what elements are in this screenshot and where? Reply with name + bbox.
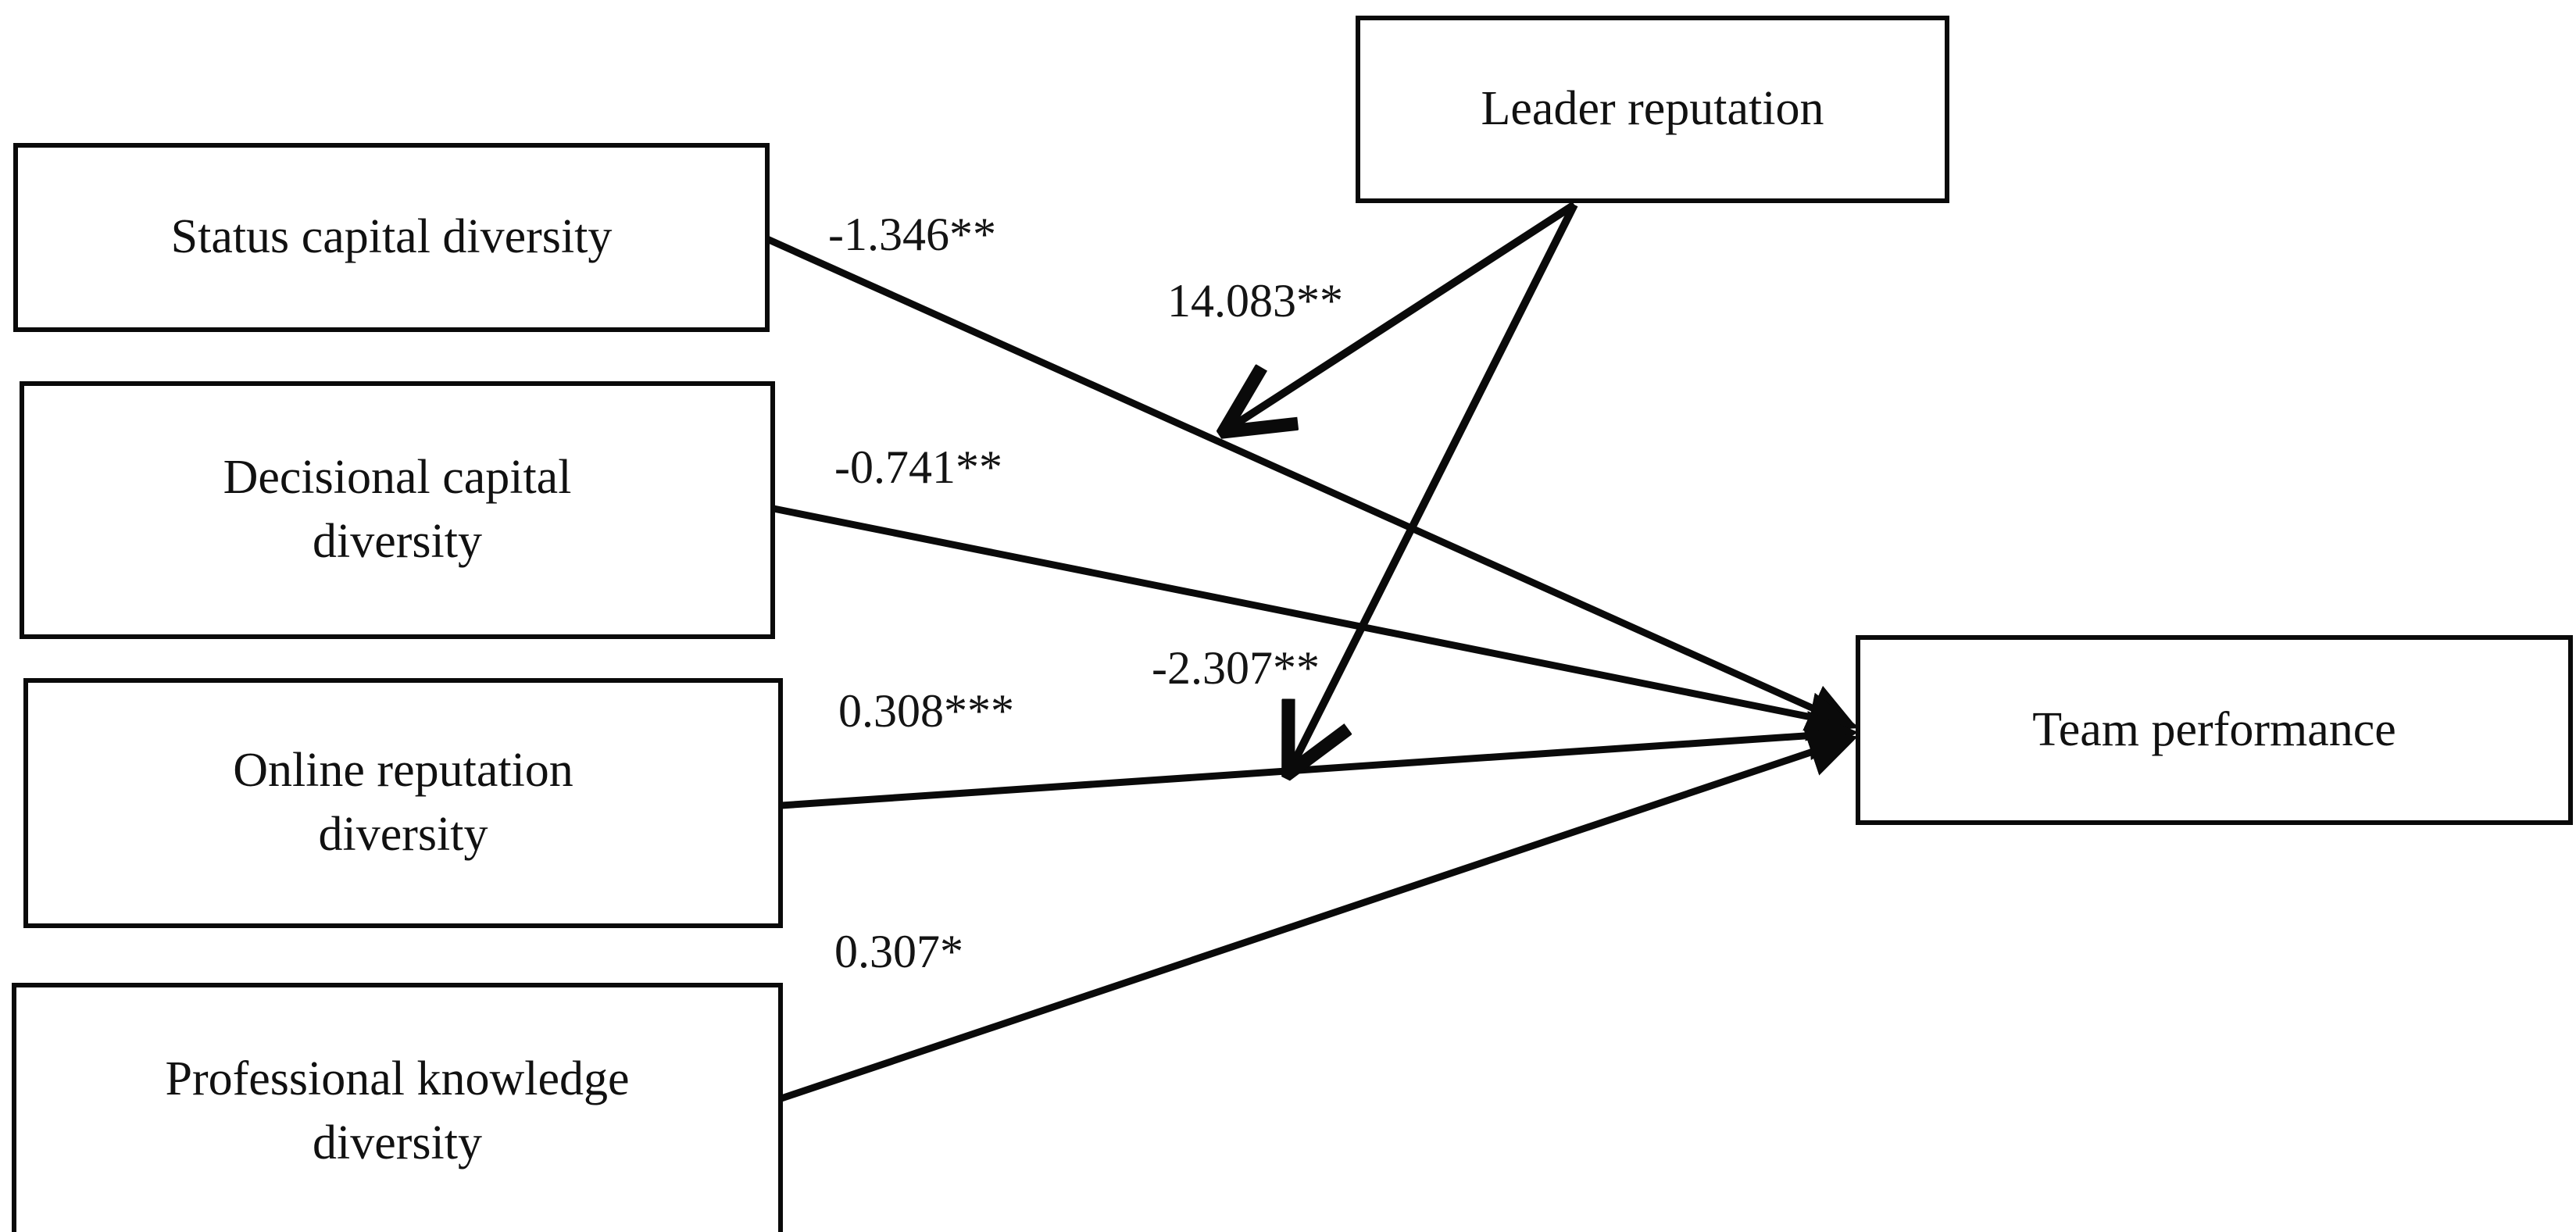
edge-line-online-to-team xyxy=(781,711,1859,809)
node-label: Professional knowledge diversity xyxy=(165,1052,630,1170)
edge-coefficient-professional-to-team: 0.307* xyxy=(834,926,963,977)
node-team-performance: Team performance xyxy=(1856,635,2573,825)
node-label: Team performance xyxy=(2032,702,2396,756)
node-decisional-capital-diversity: Decisional capital diversity xyxy=(20,381,775,639)
edge-coefficient-status-to-team: -1.346** xyxy=(828,209,996,260)
edge-line-professional-to-team xyxy=(780,728,1858,1102)
edge-coefficient-leader-moderates-status: 14.083** xyxy=(1167,275,1343,327)
node-online-reputation-diversity: Online reputation diversity xyxy=(23,678,783,928)
node-professional-knowledge-diversity: Professional knowledge diversity xyxy=(12,983,783,1232)
node-label: Online reputation diversity xyxy=(233,744,573,861)
edge-coefficient-decisional-to-team: -0.741** xyxy=(834,441,1002,493)
node-label: Leader reputation xyxy=(1481,82,1824,136)
node-leader-reputation: Leader reputation xyxy=(1356,16,1949,203)
node-label: Decisional capital diversity xyxy=(223,451,572,568)
node-label: Status capital diversity xyxy=(170,210,613,264)
edge-coefficient-online-to-team: 0.308*** xyxy=(838,685,1014,737)
node-status-capital-diversity: Status capital diversity xyxy=(13,143,770,332)
edge-coefficient-leader-moderates-online: -2.307** xyxy=(1152,642,1320,694)
